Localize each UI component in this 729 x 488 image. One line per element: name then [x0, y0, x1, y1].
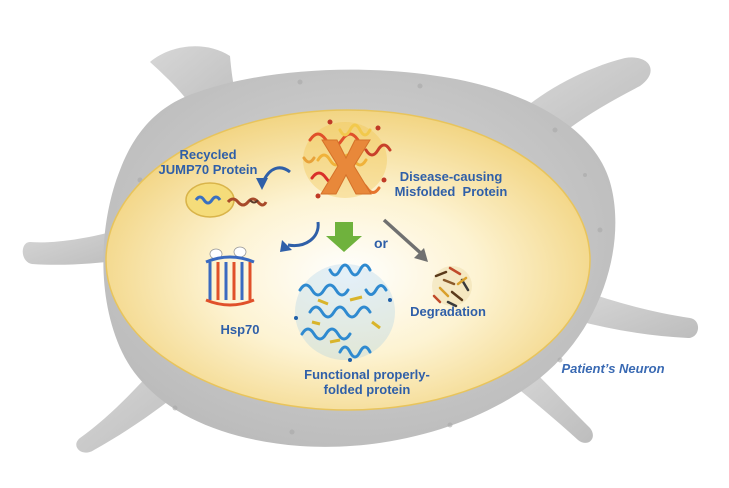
degradation-label: Degradation: [410, 304, 486, 319]
disease-line-2: Misfolded Protein: [394, 184, 508, 199]
disease-line-1: Disease-causing: [399, 169, 503, 184]
recycle-arrow-top: [256, 166, 291, 190]
dendrite-left: [22, 230, 122, 265]
recycled-line-2: JUMP70 Protein: [158, 162, 258, 177]
hsp70-label: Hsp70: [220, 322, 260, 337]
misfolded-protein-label: Disease-causing Misfolded Protein: [376, 169, 526, 199]
degraded-protein-icon: [432, 266, 472, 308]
functional-line-1: Functional properly-: [304, 367, 430, 382]
hsp70-arrow: [280, 221, 320, 252]
hsp70-protein-icon: [205, 246, 255, 307]
x-mark-icon: [320, 139, 372, 195]
functional-line-2: folded protein: [323, 382, 411, 397]
folding-arrow: [326, 222, 362, 252]
recycled-line-1: Recycled: [179, 147, 237, 162]
folded-protein-icon: [294, 263, 395, 362]
cell-cytoplasm: [105, 109, 591, 411]
recycled-jump70-label: Recycled JUMP70 Protein: [138, 147, 278, 177]
or-label: or: [374, 235, 388, 251]
patient-neuron-label: Patient’s Neuron: [561, 361, 665, 376]
degradation-arrow: [382, 218, 428, 262]
dendrite-right: [575, 290, 699, 338]
jump70-protein-icon: [185, 182, 268, 218]
folded-protein-label: Functional properly- folded protein: [282, 367, 452, 397]
